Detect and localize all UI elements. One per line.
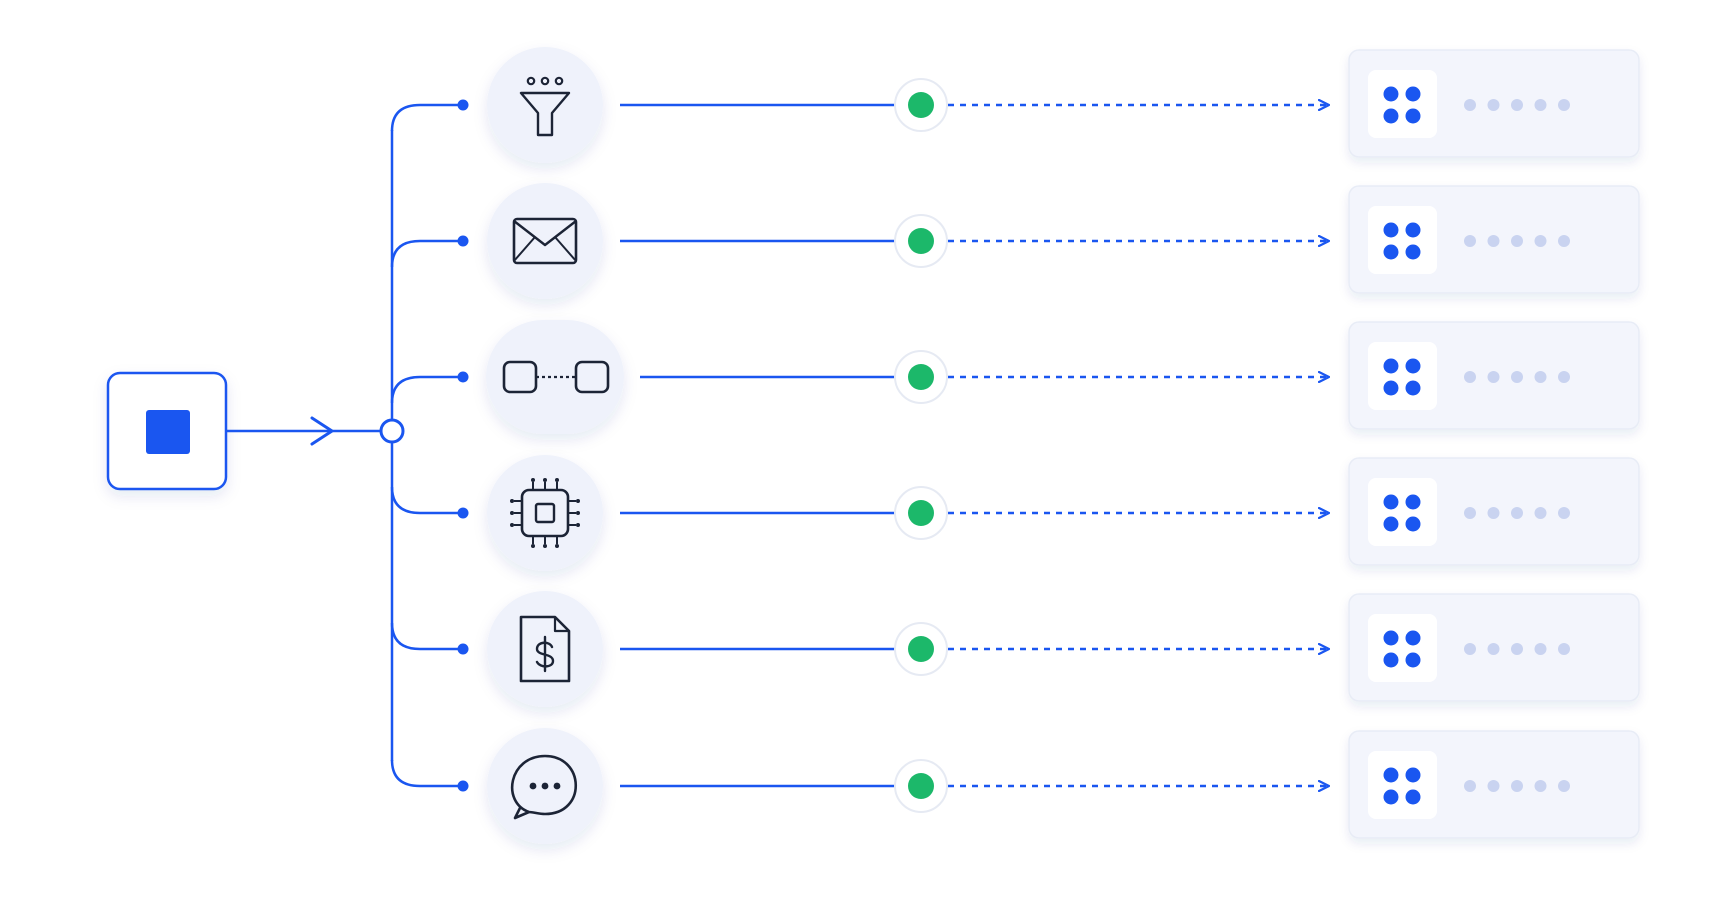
target-card[interactable] bbox=[1348, 321, 1640, 430]
branch-endpoint-dot bbox=[457, 99, 469, 111]
branch-connector bbox=[390, 239, 463, 268]
app-grid-icon bbox=[1368, 342, 1437, 410]
placeholder-dots bbox=[1464, 99, 1570, 111]
target-card[interactable] bbox=[1348, 593, 1640, 702]
app-grid-icon bbox=[1368, 614, 1437, 682]
branch-connector bbox=[390, 486, 463, 515]
app-grid-icon bbox=[1368, 206, 1437, 274]
status-indicator bbox=[894, 622, 948, 676]
branch-connector bbox=[390, 622, 463, 651]
status-active-dot bbox=[908, 364, 934, 390]
target-card[interactable] bbox=[1348, 457, 1640, 566]
source-node[interactable] bbox=[106, 371, 228, 491]
branch-connector bbox=[390, 375, 463, 404]
funnel-filter-icon bbox=[519, 76, 571, 137]
branch-connector bbox=[390, 759, 463, 788]
status-active-dot bbox=[908, 636, 934, 662]
source-connector bbox=[226, 416, 380, 446]
app-grid-icon bbox=[1368, 478, 1437, 546]
status-active-dot bbox=[908, 773, 934, 799]
branch-row bbox=[390, 591, 1640, 707]
invoice-document-icon bbox=[519, 615, 571, 683]
branch-icon-bubble[interactable] bbox=[487, 183, 603, 299]
target-card[interactable] bbox=[1348, 185, 1640, 294]
status-active-dot bbox=[908, 500, 934, 526]
cpu-chip-icon bbox=[510, 478, 580, 548]
branch-icon-bubble[interactable] bbox=[486, 320, 624, 434]
status-indicator bbox=[894, 350, 948, 404]
envelope-mail-icon bbox=[512, 217, 578, 265]
branches bbox=[390, 47, 1640, 844]
branch-endpoint-dot bbox=[457, 371, 469, 383]
app-grid-icon bbox=[1368, 751, 1437, 819]
status-indicator bbox=[894, 486, 948, 540]
branch-icon-bubble[interactable] bbox=[487, 47, 603, 163]
stop-square-icon bbox=[146, 410, 190, 454]
branch-endpoint-dot bbox=[457, 780, 469, 792]
branch-row bbox=[390, 455, 1640, 571]
arrow-right-icon bbox=[310, 416, 334, 446]
branch-row bbox=[390, 47, 1640, 163]
placeholder-dots bbox=[1464, 371, 1570, 383]
branch-icon-bubble[interactable] bbox=[487, 591, 603, 707]
branch-row bbox=[390, 320, 1640, 434]
status-indicator bbox=[894, 78, 948, 132]
app-grid-icon bbox=[1368, 70, 1437, 138]
branch-row bbox=[390, 183, 1640, 299]
branch-endpoint-dot bbox=[457, 643, 469, 655]
placeholder-dots bbox=[1464, 507, 1570, 519]
placeholder-dots bbox=[1464, 780, 1570, 792]
branch-endpoint-dot bbox=[457, 507, 469, 519]
linked-nodes-icon bbox=[502, 360, 610, 394]
branch-icon-bubble[interactable] bbox=[487, 455, 603, 571]
chat-bubble-icon bbox=[511, 754, 578, 820]
branch-endpoint-dot bbox=[457, 235, 469, 247]
placeholder-dots bbox=[1464, 235, 1570, 247]
branch-connector bbox=[390, 103, 463, 132]
status-active-dot bbox=[908, 92, 934, 118]
branch-icon-bubble[interactable] bbox=[487, 728, 603, 844]
placeholder-dots bbox=[1464, 643, 1570, 655]
status-indicator bbox=[894, 214, 948, 268]
target-card[interactable] bbox=[1348, 730, 1640, 839]
target-card[interactable] bbox=[1348, 49, 1640, 158]
status-active-dot bbox=[908, 228, 934, 254]
status-indicator bbox=[894, 759, 948, 813]
hub-node[interactable] bbox=[379, 418, 405, 444]
branch-row bbox=[390, 728, 1640, 844]
